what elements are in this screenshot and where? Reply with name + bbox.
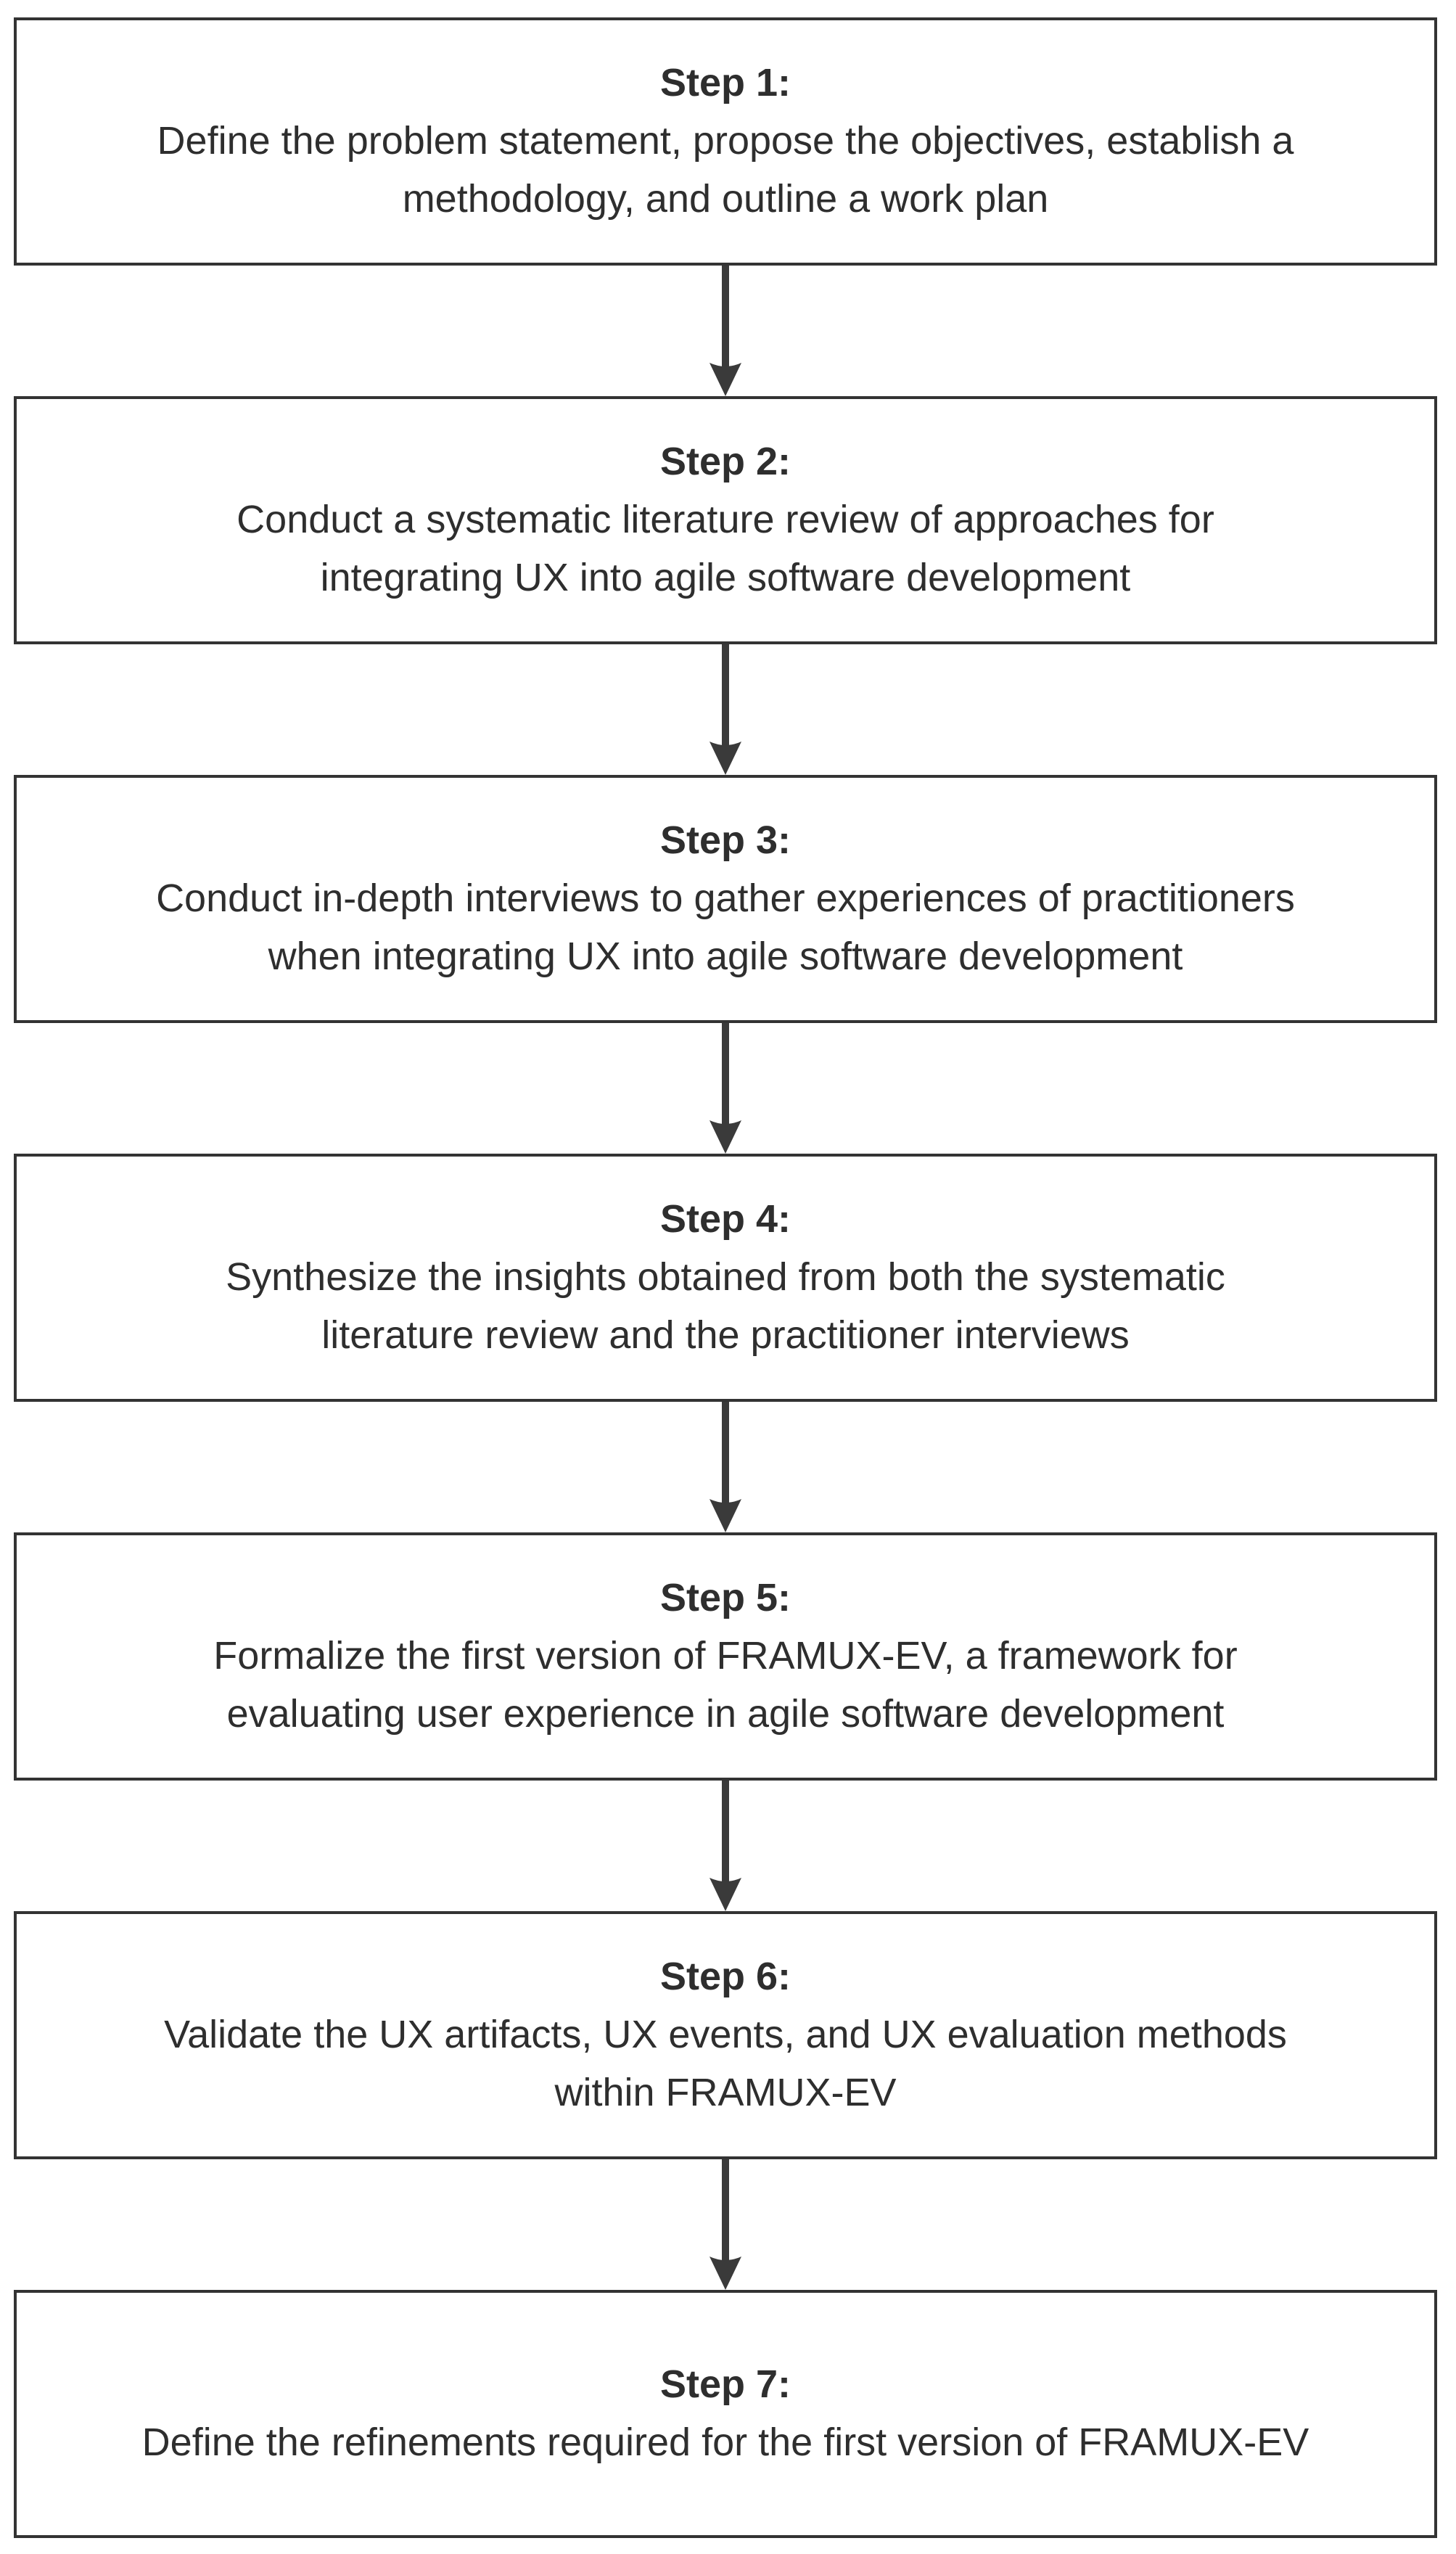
flow-arrow-3 — [14, 1023, 1437, 1154]
step-title: Step 7: — [659, 2362, 791, 2407]
flow-arrow-4 — [14, 1402, 1437, 1532]
flow-arrow-2 — [14, 644, 1437, 775]
down-arrow-icon — [710, 644, 741, 775]
step-title: Step 1: — [659, 61, 791, 105]
step-description: Formalize the first version of FRAMUX-EV… — [213, 1634, 1238, 1736]
step-box-6: Step 6: Validate the UX artifacts, UX ev… — [14, 1911, 1437, 2159]
down-arrow-icon — [710, 2159, 741, 2290]
step-title: Step 2: — [659, 440, 791, 484]
step-description: Conduct a systematic literature review o… — [237, 498, 1214, 599]
flow-arrow-6 — [14, 2159, 1437, 2290]
step-title: Step 4: — [659, 1197, 791, 1241]
step-box-5: Step 5: Formalize the first version of F… — [14, 1532, 1437, 1781]
step-title: Step 5: — [659, 1576, 791, 1620]
down-arrow-icon — [710, 1023, 741, 1154]
step-description: Validate the UX artifacts, UX events, an… — [164, 2013, 1287, 2114]
step-box-1: Step 1: Define the problem statement, pr… — [14, 17, 1437, 266]
step-description: Define the refinements required for the … — [141, 2420, 1309, 2464]
step-title: Step 6: — [659, 1955, 791, 1999]
step-box-4: Step 4: Synthesize the insights obtained… — [14, 1154, 1437, 1402]
down-arrow-icon — [710, 1402, 741, 1532]
step-box-7: Step 7: Define the refinements required … — [14, 2290, 1437, 2538]
flow-arrow-1 — [14, 266, 1437, 396]
step-box-2: Step 2: Conduct a systematic literature … — [14, 396, 1437, 644]
step-description: Define the problem statement, propose th… — [157, 119, 1294, 221]
flow-arrow-5 — [14, 1781, 1437, 1911]
step-box-3: Step 3: Conduct in-depth interviews to g… — [14, 775, 1437, 1023]
step-description: Synthesize the insights obtained from bo… — [226, 1255, 1225, 1357]
down-arrow-icon — [710, 266, 741, 396]
step-description: Conduct in-depth interviews to gather ex… — [156, 876, 1295, 978]
step-title: Step 3: — [659, 818, 791, 863]
down-arrow-icon — [710, 1781, 741, 1911]
